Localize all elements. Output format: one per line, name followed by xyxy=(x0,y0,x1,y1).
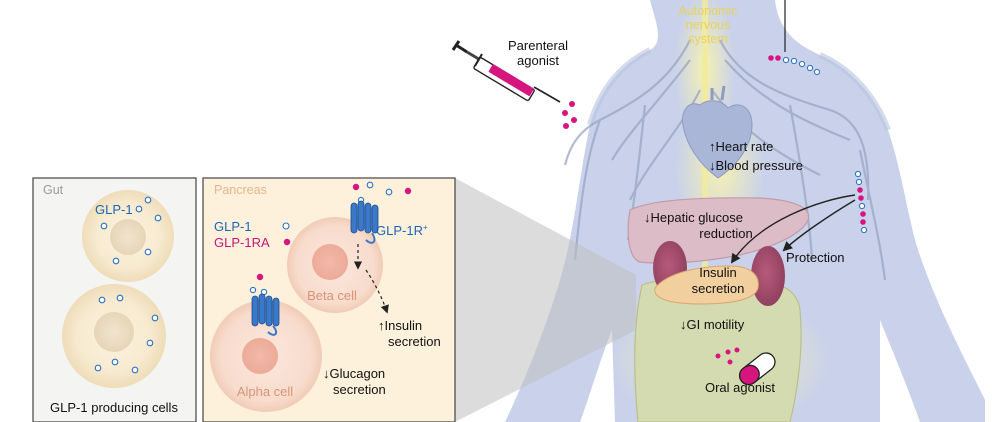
signal-arrow-2 xyxy=(365,269,389,314)
glucagon-label-1: ↓Glucagon xyxy=(323,366,385,381)
insulin-body-label-1: Insulin xyxy=(699,265,737,280)
pancreas-panel-title: Pancreas xyxy=(214,183,267,197)
receptor-label: GLP-1R+ xyxy=(376,223,428,238)
insulin-body-label-2: secretion xyxy=(692,281,745,296)
protection-arrows xyxy=(730,194,856,264)
hepatic-label-2: reduction xyxy=(699,226,752,241)
ans-label-3: system xyxy=(688,32,728,46)
pancreas-panel: Pancreas Beta cell Alpha cell GLP-1 GLP-… xyxy=(202,177,456,422)
down-arrow-icon: ↓ xyxy=(644,210,651,225)
insulin-panel-label-2: secretion xyxy=(388,334,441,349)
circulating-molecules-arm xyxy=(854,170,868,234)
oral-agonist-pill-icon xyxy=(715,347,776,386)
alpha-cell-label: Alpha cell xyxy=(237,384,293,399)
blood-pressure-label: ↓Blood pressure xyxy=(709,158,803,173)
circulating-molecules-shoulder xyxy=(768,0,821,76)
down-arrow-icon: ↓ xyxy=(680,317,687,332)
legend-glp1-label: GLP-1 xyxy=(214,219,252,234)
glp1r-receptor-alpha xyxy=(251,293,280,336)
legend-glp1ra-label: GLP-1RA xyxy=(214,235,270,250)
up-arrow-icon: ↑ xyxy=(378,318,385,333)
parenteral-label-2: agonist xyxy=(517,53,559,68)
legend-glp1-ring xyxy=(282,222,290,230)
down-arrow-icon: ↓ xyxy=(323,366,330,381)
gi-motility-label: ↓GI motility xyxy=(680,317,745,332)
hepatic-label-1: ↓Hepatic glucose xyxy=(644,210,743,225)
down-arrow-icon: ↓ xyxy=(709,158,716,173)
body-labels: Autonomic nervous system Parenteral agon… xyxy=(508,4,845,395)
gut-glp1-molecules xyxy=(94,196,162,374)
beta-cell-label: Beta cell xyxy=(307,288,357,303)
heart xyxy=(681,100,753,179)
glp1r-receptor-beta xyxy=(350,200,379,244)
kidney-right xyxy=(751,246,785,306)
up-arrow-icon: ↑ xyxy=(709,139,716,154)
glucagon-label-2: secretion xyxy=(333,382,386,397)
oral-agonist-label: Oral agonist xyxy=(705,380,775,395)
gut-panel-title: Gut xyxy=(43,183,64,197)
injection-site-dots xyxy=(562,101,577,129)
insulin-panel-label-1: ↑Insulin xyxy=(378,318,422,333)
gut-panel-caption: GLP-1 producing cells xyxy=(50,400,178,415)
zoom-funnel xyxy=(455,178,636,422)
gut-panel: Gut GLP-1 GLP-1 producing cells xyxy=(32,177,197,422)
heart-rate-label: ↑Heart rate xyxy=(709,139,773,154)
syringe-icon xyxy=(451,40,561,103)
ans-label-2: nervous xyxy=(686,18,730,32)
legend-glp1ra-dot xyxy=(283,238,291,246)
pancreas-organ xyxy=(654,265,759,305)
parenteral-label-1: Parenteral xyxy=(508,38,568,53)
ans-label: Autonomic xyxy=(678,4,737,18)
gut-glp1-label: GLP-1 xyxy=(95,202,133,217)
protection-label: Protection xyxy=(786,250,845,265)
